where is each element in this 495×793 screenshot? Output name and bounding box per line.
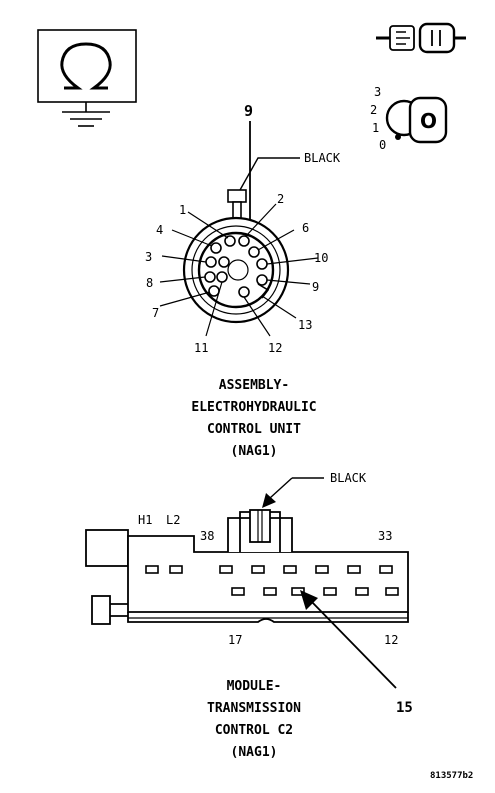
pin-label: 3 bbox=[145, 250, 152, 264]
ignition-key-icon: O bbox=[385, 96, 448, 144]
key-position-label: 0 bbox=[379, 138, 386, 152]
pin-leader-lines bbox=[159, 203, 319, 337]
callout-pin-number: 15 bbox=[396, 700, 413, 716]
pin-label: 7 bbox=[152, 306, 159, 320]
ground-symbol-icon bbox=[37, 29, 137, 127]
callout-pin-number: 9 bbox=[244, 102, 253, 120]
cavity-label: 38 bbox=[200, 529, 214, 543]
connector-title-line: ELECTROHYDRAULIC bbox=[191, 400, 316, 415]
leader-line bbox=[239, 157, 300, 191]
cavity-label: L2 bbox=[166, 513, 180, 527]
leader-line bbox=[269, 477, 293, 499]
connector-title-line: MODULE- bbox=[227, 679, 282, 694]
cavity-label: 17 bbox=[228, 633, 242, 647]
arrow-head-icon bbox=[300, 590, 318, 610]
cavity-label: H1 bbox=[138, 513, 152, 527]
pin-label: 1 bbox=[179, 203, 186, 217]
arrow-head-icon bbox=[262, 493, 276, 508]
svg-text:O: O bbox=[420, 109, 437, 133]
connector-title-line: CONTROL UNIT bbox=[207, 422, 301, 437]
key-position-label: 1 bbox=[372, 121, 379, 135]
pin-label: 2 bbox=[277, 192, 284, 206]
pin-label: 13 bbox=[298, 318, 312, 332]
connector-title-line: (NAG1) bbox=[231, 745, 278, 760]
pin-cavity-row bbox=[231, 587, 399, 596]
key-position-label: 2 bbox=[370, 103, 377, 117]
connector-title-line: CONTROL C2 bbox=[215, 723, 293, 738]
pin-label: 11 bbox=[194, 341, 208, 355]
pin-label: 8 bbox=[146, 276, 153, 290]
cavity-label: 33 bbox=[378, 529, 392, 543]
connector-title-line: TRANSMISSION bbox=[207, 701, 301, 716]
rectangular-connector bbox=[85, 509, 409, 625]
pin-label: 4 bbox=[156, 223, 163, 237]
pin-label: 9 bbox=[312, 280, 319, 294]
pin-label: 10 bbox=[314, 251, 328, 265]
pin-cavity-row bbox=[145, 565, 393, 574]
pin-label: 6 bbox=[302, 221, 309, 235]
connector-title-line: ASSEMBLY- bbox=[219, 378, 289, 393]
figure-id: 813577b2 bbox=[430, 771, 473, 781]
cavity-label: 12 bbox=[384, 633, 398, 647]
connector-title-line: (NAG1) bbox=[231, 444, 278, 459]
callout-arrow bbox=[309, 599, 397, 689]
key-position-label: 3 bbox=[374, 85, 381, 99]
wire-color-label: BLACK bbox=[330, 471, 367, 485]
wire-color-label: BLACK bbox=[304, 151, 341, 165]
pin-label: 12 bbox=[268, 341, 282, 355]
connector-symbol-icon bbox=[376, 22, 466, 54]
